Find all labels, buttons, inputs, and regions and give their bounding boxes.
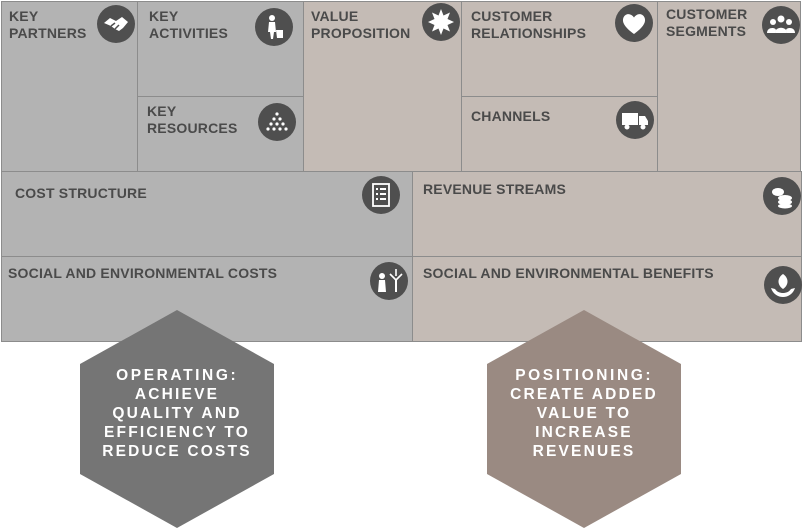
social-environmental-costs-label: SOCIAL AND ENVIRONMENTAL COSTS [8, 265, 278, 281]
worker-icon [255, 8, 293, 46]
checklist-icon [362, 176, 400, 214]
truck-icon [616, 101, 654, 139]
key-activities-label: KEY ACTIVITIES [149, 8, 229, 41]
revenue-streams-block: REVENUE STREAMS [412, 171, 802, 257]
customer-segments-block: CUSTOMER SEGMENTS [657, 1, 801, 172]
people-icon [762, 6, 800, 44]
positioning-body: CREATE ADDED VALUE TO INCREASE REVENUES [510, 386, 658, 460]
positioning-text: POSITIONING: CREATE ADDED VALUE TO INCRE… [487, 366, 681, 461]
key-partners-block: KEY PARTNERS [1, 1, 138, 172]
channels-label: CHANNELS [471, 108, 551, 124]
coins-icon [763, 177, 801, 215]
customer-relationships-label: CUSTOMER RELATIONSHIPS [471, 8, 587, 41]
cost-structure-label: COST STRUCTURE [15, 185, 147, 201]
customer-relationships-block: CUSTOMER RELATIONSHIPS [461, 1, 658, 97]
key-activities-block: KEY ACTIVITIES [137, 1, 304, 97]
value-proposition-label: VALUE PROPOSITION [311, 8, 411, 41]
social-environmental-benefits-block: SOCIAL AND ENVIRONMENTAL BENEFITS [412, 256, 802, 342]
channels-block: CHANNELS [461, 96, 658, 172]
operating-text: OPERATING: ACHIEVE QUALITY AND EFFICIENC… [80, 366, 274, 461]
operating-title: OPERATING [116, 367, 231, 384]
operating-body: ACHIEVE QUALITY AND EFFICIENCY TO REDUCE… [102, 386, 252, 460]
positioning-title: POSITIONING [515, 367, 646, 384]
positioning-separator: : [645, 367, 653, 384]
revenue-streams-label: REVENUE STREAMS [423, 181, 567, 197]
operating-separator: : [230, 367, 238, 384]
cost-structure-block: COST STRUCTURE [1, 171, 413, 257]
key-resources-block: KEY RESOURCES [137, 96, 304, 172]
person-tree-icon [370, 262, 408, 300]
dots-pyramid-icon [258, 103, 296, 141]
hand-leaf-icon [764, 266, 802, 304]
positioning-hexagon [487, 310, 681, 528]
social-environmental-benefits-label: SOCIAL AND ENVIRONMENTAL BENEFITS [423, 265, 714, 281]
key-partners-label: KEY PARTNERS [9, 8, 87, 41]
heart-icon [615, 4, 653, 42]
starburst-icon [422, 3, 460, 41]
key-resources-label: KEY RESOURCES [147, 103, 238, 136]
value-proposition-block: VALUE PROPOSITION [303, 1, 462, 172]
customer-segments-label: CUSTOMER SEGMENTS [666, 6, 748, 39]
handshake-icon [97, 5, 135, 43]
operating-hexagon [80, 310, 274, 528]
